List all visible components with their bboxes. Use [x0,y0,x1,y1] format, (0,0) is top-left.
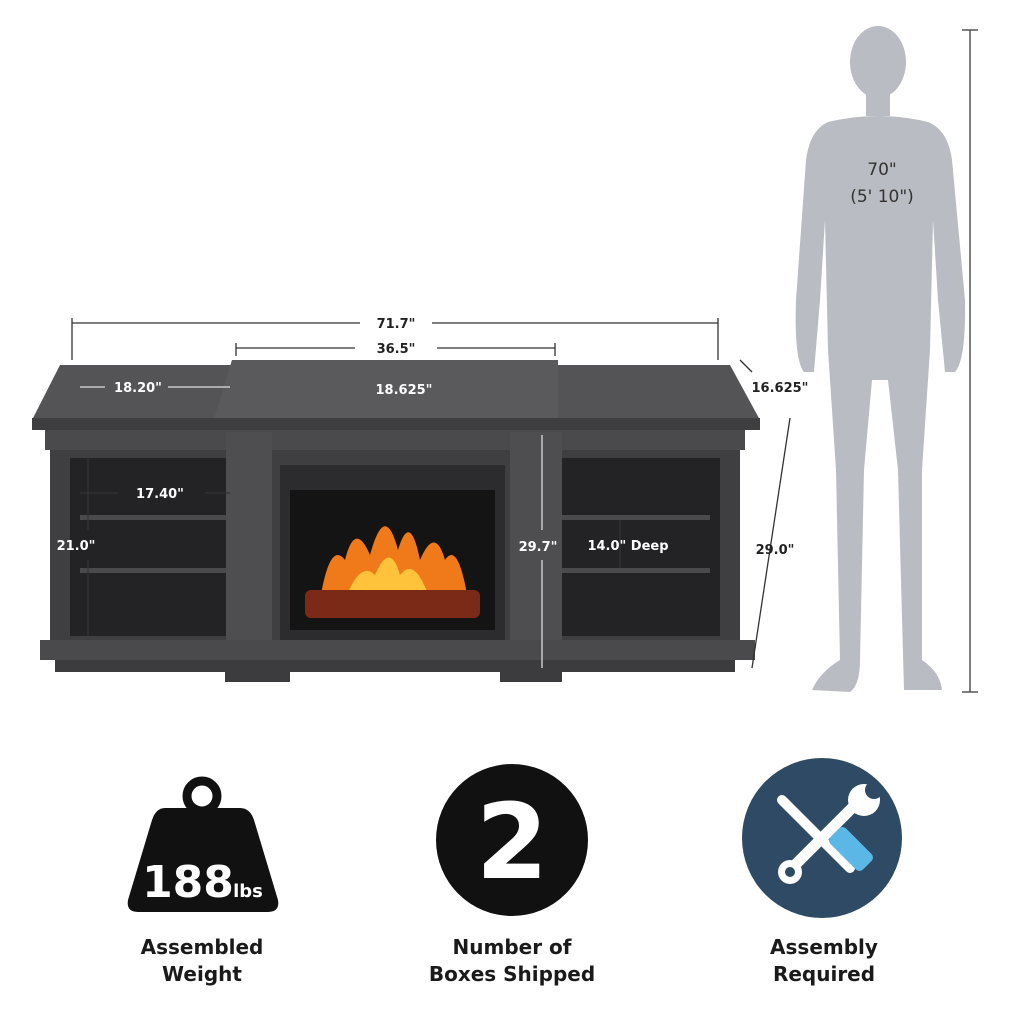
number-circle-icon [436,764,588,916]
shelf-depth-label: 14.0" Deep [587,539,668,554]
boxes-caption-line2: Boxes Shipped [428,962,596,986]
overall-height-label: 29.0" [756,543,795,558]
boxes-caption: Number of Boxes Shipped [382,934,642,988]
shelf-height-label: 21.0" [57,539,96,554]
assembly-caption-line1: Assembly [770,935,878,959]
person-height-label: 70" [867,160,896,180]
weight-unit: lbs [233,881,263,902]
shelf-width-label: 17.40" [136,487,184,502]
assembly-caption-line2: Required [772,962,876,986]
side-depth-label: 16.625" [752,381,809,396]
boxes-caption-line1: Number of [452,935,572,959]
weight-caption: Assembled Weight [72,934,332,988]
dimension-lines [71,318,791,669]
person-height-ft-label: (5' 10") [850,187,914,207]
overall-width-label: 71.7" [377,317,416,332]
person-height-line [962,29,978,693]
fireplace-tv-stand [32,360,760,682]
weight-value: 188 [142,857,234,908]
center-top-depth-label: 18.625" [376,383,433,398]
weight-caption-line1: Assembled [140,935,264,959]
center-width-label: 36.5" [377,342,416,357]
white-dimension-lines [80,386,543,668]
person-silhouette [795,26,966,692]
weight-caption-line2: Weight [162,962,242,986]
weight-icon [127,776,279,912]
center-height-label: 29.7" [519,540,558,555]
tools-icon [742,758,902,918]
assembly-caption: Assembly Required [694,934,954,988]
side-top-width-label: 18.20" [114,381,162,396]
boxes-value: 2 [476,781,548,903]
